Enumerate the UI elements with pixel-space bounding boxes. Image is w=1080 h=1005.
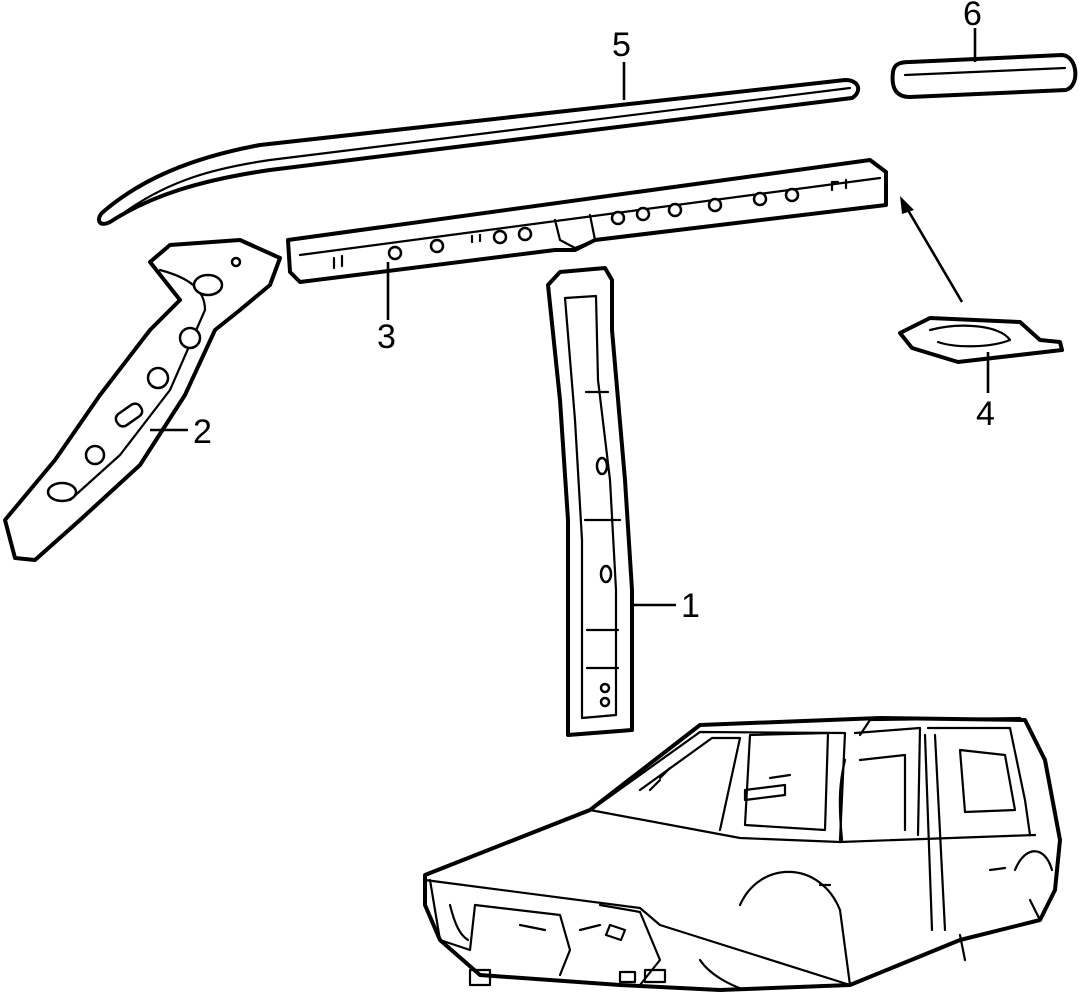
leader-lines [150,28,990,607]
callout-2: 2 [193,413,212,451]
callout-5: 5 [612,26,631,64]
callout-1: 1 [681,587,700,625]
part-1-b-pillar [546,266,634,737]
callout-4: 4 [976,395,995,433]
car-body-shell [423,716,1062,992]
part-3-roof-rail [286,158,888,284]
part-3-holes [332,178,848,270]
part-2-holes [46,256,242,503]
callout-labels: 5 6 3 2 1 4 [193,0,995,625]
part-4-bracket [898,316,1064,364]
part-6-trim-cap [890,53,1078,99]
callout-3: 3 [377,318,396,356]
callout-6: 6 [963,0,982,33]
part-1-holes [595,456,613,708]
assembly-arrow [900,196,964,303]
part-5-roof-moulding [97,78,861,226]
part-2-a-pillar [3,238,282,562]
